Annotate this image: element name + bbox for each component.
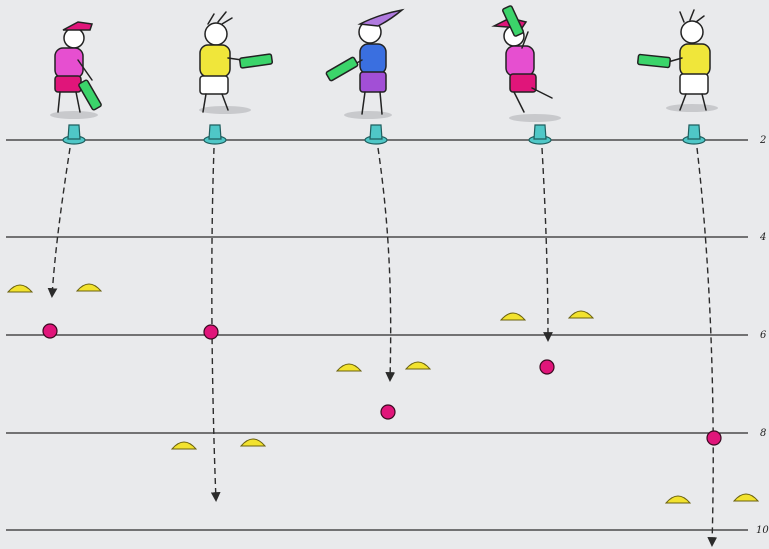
player-3 bbox=[326, 10, 402, 119]
trajectory-4 bbox=[542, 148, 548, 340]
ball-trajectories bbox=[52, 148, 713, 545]
distance-marker-4: 4 bbox=[759, 232, 766, 243]
trajectory-2 bbox=[212, 148, 216, 500]
player-2 bbox=[199, 12, 273, 114]
marker-disc-icon bbox=[406, 362, 430, 369]
ball-icon bbox=[381, 405, 395, 419]
trajectory-5 bbox=[697, 148, 713, 545]
ball-icon bbox=[540, 360, 554, 374]
marker-disc-icon bbox=[8, 285, 32, 292]
distance-marker-10: 10 bbox=[756, 525, 769, 536]
player-1 bbox=[50, 22, 102, 119]
marker-disc-icon bbox=[569, 311, 593, 318]
distance-marker-8: 8 bbox=[760, 428, 766, 439]
player-5 bbox=[638, 10, 718, 112]
batting-tee-icon bbox=[365, 125, 387, 144]
ball-icon bbox=[204, 325, 218, 339]
batting-tee-icon bbox=[529, 125, 551, 144]
trajectory-3 bbox=[378, 148, 391, 380]
marker-disc-icon bbox=[172, 442, 196, 449]
player-4 bbox=[494, 5, 561, 122]
marker-disc-icon bbox=[734, 494, 758, 501]
marker-disc-icon bbox=[337, 364, 361, 371]
marker-discs bbox=[8, 284, 758, 503]
distance-lines bbox=[6, 140, 748, 530]
batting-tees bbox=[63, 125, 705, 144]
ball-icon bbox=[43, 324, 57, 338]
marker-disc-icon bbox=[501, 313, 525, 320]
distance-markers: 2 4 6 8 10 bbox=[756, 135, 769, 536]
balls bbox=[43, 324, 721, 445]
batting-tee-icon bbox=[63, 125, 85, 144]
distance-marker-6: 6 bbox=[760, 330, 767, 341]
ball-icon bbox=[707, 431, 721, 445]
batting-tee-icon bbox=[683, 125, 705, 144]
marker-disc-icon bbox=[241, 439, 265, 446]
trajectory-1 bbox=[52, 148, 70, 296]
distance-marker-2: 2 bbox=[759, 135, 766, 146]
marker-disc-icon bbox=[77, 284, 101, 291]
batting-tee-icon bbox=[204, 125, 226, 144]
marker-disc-icon bbox=[666, 496, 690, 503]
